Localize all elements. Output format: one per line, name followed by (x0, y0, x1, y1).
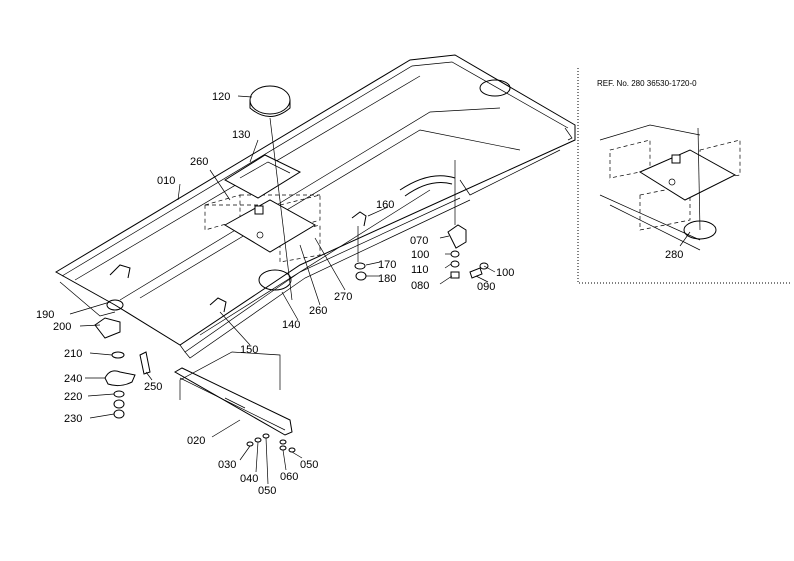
label-140: 140 (282, 319, 300, 331)
label-210: 210 (64, 348, 82, 360)
lock-assembly (94, 299, 151, 419)
label-160: 160 (376, 199, 394, 211)
cover-130 (224, 154, 302, 199)
label-090: 090 (477, 281, 495, 293)
part-labels: REF. No. 280 36530-1720-0 120 130 260 01… (36, 79, 697, 497)
label-120: 120 (212, 91, 230, 103)
nut-170-180 (354, 262, 367, 281)
label-050-bottom: 050 (258, 485, 276, 497)
label-180: 180 (378, 273, 396, 285)
label-230: 230 (64, 413, 82, 425)
label-260-bottom: 260 (309, 305, 327, 317)
clips (109, 211, 367, 313)
label-250: 250 (144, 381, 162, 393)
label-170: 170 (378, 259, 396, 271)
label-220: 220 (64, 391, 82, 403)
label-270: 270 (334, 291, 352, 303)
floor-panel (55, 54, 576, 359)
reference-inset (577, 68, 790, 284)
strip-020 (173, 351, 296, 453)
label-260-top: 260 (190, 156, 208, 168)
reference-note: REF. No. 280 36530-1720-0 (597, 79, 697, 88)
label-200: 200 (53, 321, 71, 333)
label-020: 020 (187, 435, 205, 447)
label-080: 080 (411, 280, 429, 292)
cap-120 (249, 85, 293, 301)
label-070: 070 (410, 235, 428, 247)
label-010: 010 (157, 175, 175, 187)
label-040: 040 (240, 473, 258, 485)
label-050-right: 050 (300, 459, 318, 471)
label-280: 280 (665, 249, 683, 261)
label-100-left: 100 (411, 249, 429, 261)
label-030: 030 (218, 459, 236, 471)
label-150: 150 (240, 344, 258, 356)
plate-260 (224, 199, 316, 253)
label-110: 110 (411, 264, 429, 276)
hidden-brackets (204, 194, 321, 263)
label-190: 190 (36, 309, 54, 321)
label-100-right: 100 (496, 267, 514, 279)
label-240: 240 (64, 373, 82, 385)
label-060: 060 (280, 471, 298, 483)
label-130: 130 (232, 129, 250, 141)
leader-lines (69, 95, 496, 485)
